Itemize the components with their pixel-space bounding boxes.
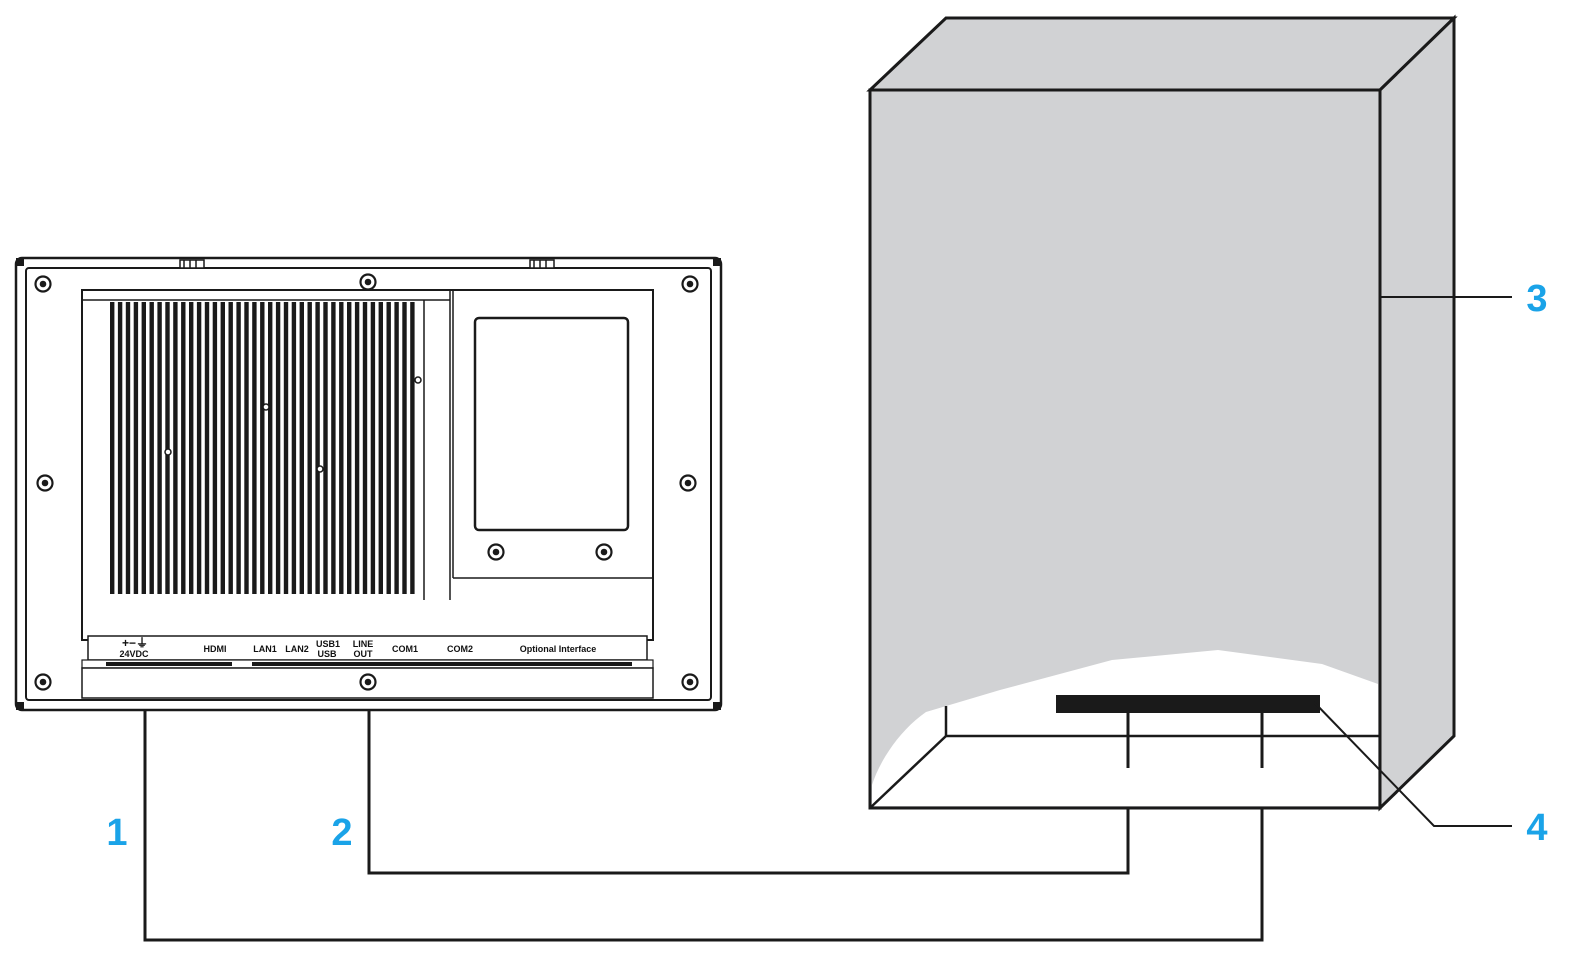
heatsink-fin <box>339 302 344 594</box>
heatsink-fin <box>362 302 368 594</box>
heatsink-fin <box>268 302 273 594</box>
heatsink-fin <box>196 302 202 594</box>
heatsink-fin <box>204 302 210 594</box>
screw <box>681 275 699 293</box>
heatsink-fin <box>181 302 186 594</box>
heatsink-fin <box>149 302 154 594</box>
lineout-port-label-line2: OUT <box>354 649 374 659</box>
heatsink-fin <box>291 302 297 594</box>
screw <box>595 543 613 561</box>
heatsink-fin <box>110 302 115 594</box>
heatsink-fin <box>212 302 218 594</box>
callout-3: 3 <box>1526 278 1547 320</box>
screw <box>679 474 697 492</box>
screw <box>34 673 52 691</box>
port-label-strip <box>87 635 648 661</box>
ground-wires <box>143 710 1264 942</box>
optional-interface-label: Optional Interface <box>520 644 597 654</box>
heatsink-fin <box>331 302 336 594</box>
lan1-port-label: LAN1 <box>253 644 277 654</box>
corner-marks <box>16 258 721 710</box>
screw <box>36 474 54 492</box>
top-mount-clips <box>179 259 555 269</box>
heatsink-fin <box>220 302 225 594</box>
heatsink-fin <box>157 302 162 594</box>
heatsink-fin <box>252 302 257 594</box>
lan2-port-label: LAN2 <box>285 644 309 654</box>
heatsink-fin <box>236 302 241 594</box>
screw <box>681 673 699 691</box>
com1-port-label: COM1 <box>392 644 418 654</box>
heatsink-fin <box>394 302 399 594</box>
ground-wire-2 <box>367 710 1130 875</box>
heatsink-fin <box>378 302 383 594</box>
power-port-label: 24VDC <box>119 649 149 659</box>
heatsink-fin <box>189 302 194 594</box>
panel-pc-rear-view: +−⏚ 24VDC HDMI LAN1 LAN2 USB1 USB LINE O… <box>14 256 723 712</box>
heatsink-fin <box>347 302 352 594</box>
heatsink-fin <box>370 302 376 594</box>
heatsink-fin <box>307 302 312 594</box>
mounting-screws <box>34 273 699 691</box>
heatsink-fin <box>354 302 360 594</box>
heatsink-fins <box>110 302 415 594</box>
heatsink-fin <box>165 302 170 594</box>
heatsink-fin <box>402 302 407 594</box>
leader-4 <box>1311 699 1512 827</box>
usb-port-label-line1: USB1 <box>316 639 340 649</box>
heatsink-fin <box>244 302 249 594</box>
heatsink-fin <box>228 302 233 594</box>
heatsink-fin <box>117 302 123 594</box>
ground-wire-1 <box>143 710 1264 942</box>
power-symbol-label: +−⏚ <box>122 636 148 650</box>
heatsink-fin <box>315 302 320 594</box>
callout-4: 4 <box>1526 807 1547 849</box>
screw <box>487 543 505 561</box>
heatsink-fin <box>386 302 391 594</box>
heatsink-fin <box>283 302 289 594</box>
heatsink-fin <box>173 302 178 594</box>
cabinet <box>866 14 1458 812</box>
screw <box>359 273 377 291</box>
screw <box>359 673 377 691</box>
heatsink-fin <box>410 302 415 594</box>
cabinet-cutaway <box>872 650 1378 806</box>
heatsink-fin <box>125 302 131 594</box>
heatsink-fin <box>133 302 139 594</box>
screw <box>34 275 52 293</box>
heatsink-fin <box>141 302 146 594</box>
hdmi-port-label: HDMI <box>204 644 227 654</box>
callout-1: 1 <box>106 812 127 854</box>
heatsink-fin <box>260 302 265 594</box>
callout-leaders <box>1311 296 1512 827</box>
usb-port-label-line2: USB <box>317 649 337 659</box>
lineout-port-label-line1: LINE <box>353 639 374 649</box>
heatsink-holes <box>164 376 422 473</box>
ground-busbar <box>1056 695 1320 713</box>
heatsink-fin <box>323 302 328 594</box>
com2-port-label: COM2 <box>447 644 473 654</box>
cabinet-side <box>1378 14 1456 812</box>
heatsink-fin <box>299 302 304 594</box>
heatsink-fin <box>275 302 281 594</box>
callout-2: 2 <box>331 812 352 854</box>
cabinet-top <box>866 16 1458 92</box>
service-cover <box>473 316 630 532</box>
